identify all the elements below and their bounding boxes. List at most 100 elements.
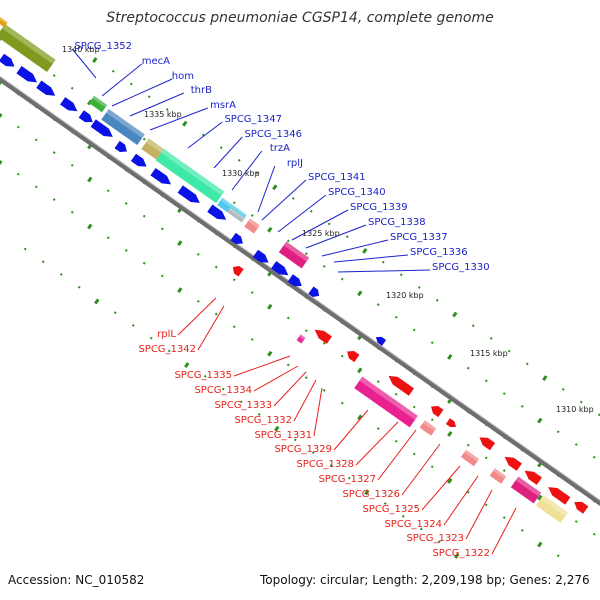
leader-line [273, 371, 307, 407]
leader-line [233, 355, 291, 377]
tick-dot [41, 260, 45, 264]
tick-dot [232, 201, 236, 205]
leader-line [187, 121, 223, 149]
tick-dot [489, 337, 493, 340]
leader-line [277, 194, 327, 233]
leader-line [231, 150, 263, 191]
tick-dot [502, 392, 506, 396]
gene-label-reverse: SPCG_1331 [254, 430, 312, 441]
tick-dot [399, 273, 403, 277]
feature-bar [88, 95, 108, 113]
tick-dot [232, 278, 236, 282]
forward-cds-arrow [308, 286, 320, 297]
tick-dot [147, 95, 151, 99]
tick-dot [165, 108, 169, 111]
tick-dot [592, 455, 596, 459]
tick-dot [214, 265, 218, 269]
reverse-cds-arrow [431, 405, 444, 418]
tick-dot [401, 514, 405, 518]
accession-text: Accession: NC_010582 [8, 573, 145, 587]
tick-dot [345, 235, 349, 239]
tick-dot [129, 82, 133, 86]
tick-dot [196, 252, 200, 256]
tick-dot [556, 430, 560, 434]
tick-dot [412, 405, 416, 409]
tick-dot [255, 171, 259, 175]
gene-label-forward: SPCG_1341 [308, 172, 366, 183]
tick-dot [304, 252, 308, 256]
feature-bar [354, 376, 418, 428]
tick-dot [394, 315, 398, 319]
reverse-cds-arrow [347, 350, 360, 363]
tick-dot [291, 197, 295, 200]
gene-label-reverse: SPCG_1332 [234, 415, 292, 426]
gene-label-forward: SPCG_1352 [74, 41, 132, 52]
gene-label-reverse: SPCG_1335 [174, 370, 232, 381]
tick-dot [430, 465, 434, 469]
tick-dot [286, 363, 290, 367]
tick-dot [167, 349, 171, 353]
tick-dot [219, 146, 223, 149]
gene-label-forward: thrB [191, 85, 212, 96]
gene-labels: SPCG_1352mecAhomthrBmsrASPCG_1347SPCG_13… [74, 41, 490, 559]
tick-dot [447, 431, 453, 437]
forward-cds-arrow [90, 119, 113, 137]
tick-dot [124, 202, 128, 205]
tick-dot [214, 312, 218, 316]
tick-dot [113, 311, 117, 315]
tick-dot [70, 163, 74, 167]
leader-line [355, 421, 399, 466]
tick-dot [419, 527, 423, 531]
tick-dot [304, 376, 308, 380]
tick-dot [160, 227, 164, 231]
leader-line [491, 507, 517, 555]
tick-dot [357, 414, 363, 421]
feature-bar [419, 420, 437, 436]
kbp-label: 1320 kbp [386, 291, 424, 300]
tick-dot [237, 158, 241, 162]
tick-dot [561, 387, 565, 391]
tick-dot [537, 417, 543, 424]
tick-dot [124, 249, 128, 252]
tick-dot [357, 290, 363, 297]
gene-label-reverse: SPCG_1334 [194, 385, 252, 396]
feature-bar [510, 476, 542, 504]
tick-dot [502, 516, 506, 520]
tick-dot [272, 184, 278, 191]
tick-dot [239, 400, 243, 404]
tick-dot [484, 456, 488, 460]
feature-bar [0, 16, 8, 28]
gene-label-reverse: SPCG_1333 [214, 400, 272, 411]
tick-dot [77, 285, 81, 289]
leader-line [197, 305, 225, 351]
leader-line [257, 165, 276, 213]
reverse-cds-arrow [445, 418, 457, 428]
leader-line [313, 387, 323, 437]
tick-dot [322, 265, 326, 268]
gene-label-reverse: SPCG_1325 [362, 504, 420, 515]
feature-bar [296, 334, 306, 344]
tick-dot [221, 387, 225, 391]
tick-dot [447, 354, 453, 360]
reverse-cds-arrow [388, 375, 415, 396]
reverse-cds-arrow [479, 437, 496, 451]
tick-dot [507, 349, 511, 353]
leader-line [149, 107, 208, 131]
tick-dot [322, 342, 326, 345]
tick-dot [0, 113, 3, 119]
reverse-cds-arrow [524, 470, 542, 485]
leader-line [333, 409, 369, 451]
tick-dot [484, 503, 488, 507]
tick-dot [435, 298, 439, 302]
tick-dot [309, 209, 313, 213]
tick-dot [184, 362, 190, 368]
tick-dot [542, 375, 548, 382]
leader-line [291, 209, 349, 241]
tick-dot [466, 366, 470, 370]
tick-dot [257, 413, 261, 416]
tick-dot [329, 463, 333, 467]
leader-line [337, 269, 431, 273]
forward-cds-arrow [130, 153, 147, 167]
forward-cds-arrow [177, 185, 200, 203]
